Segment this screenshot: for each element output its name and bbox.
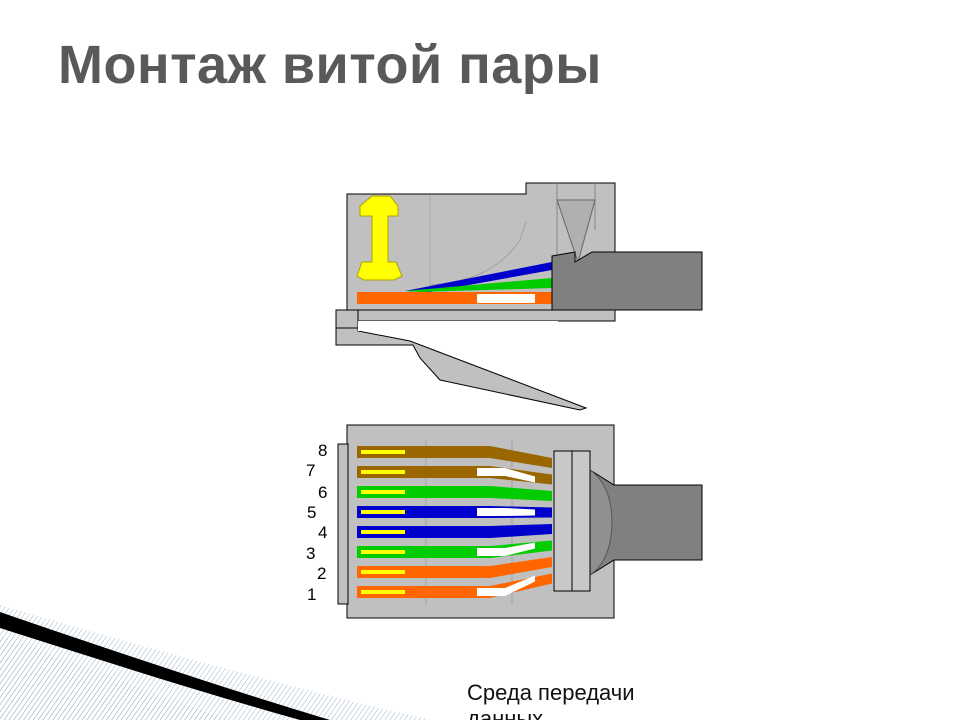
pin-number-3: 3	[306, 544, 315, 563]
contact-pin-5	[361, 510, 405, 514]
contact-pin-3	[361, 550, 405, 554]
pin-number-7: 7	[306, 461, 315, 480]
contact-blade-icon	[356, 195, 403, 281]
wire-stripe-pin-7	[477, 468, 535, 483]
wire-green-side	[405, 278, 552, 292]
wire-white-stripe-side	[477, 294, 535, 303]
contact-pin-8	[361, 450, 405, 454]
pin-number-4: 4	[318, 523, 327, 542]
contact-pin-6	[361, 490, 405, 494]
wire-stripe-pin-5	[477, 508, 535, 516]
contact-pin-7	[361, 470, 405, 474]
slide-caption: Среда передачи данных	[467, 680, 635, 720]
pin-number-5: 5	[307, 503, 316, 522]
pin-number-1: 1	[307, 585, 316, 604]
pin-number-6: 6	[318, 483, 327, 502]
strain-relief-wedge	[556, 199, 596, 264]
connector-lip	[337, 443, 349, 605]
wire-pin-6	[357, 486, 552, 501]
wire-stripe-pin-1	[477, 575, 535, 596]
pin-number-8: 8	[318, 441, 327, 460]
contact-pin-4	[361, 530, 405, 534]
contact-pin-2	[361, 570, 405, 574]
wire-pin-8	[357, 446, 552, 468]
wire-pin-2	[357, 557, 552, 578]
wire-pin-4	[357, 524, 552, 538]
pin-number-2: 2	[317, 564, 326, 583]
connector-side-view	[335, 182, 703, 411]
cable-jacket-inner	[589, 469, 613, 576]
wire-stripe-pin-3	[477, 542, 535, 556]
contact-pin-1	[361, 590, 405, 594]
cable-jacket-side	[551, 251, 703, 311]
wire-blue-side	[405, 262, 552, 292]
slide-title: Монтаж витой пары	[58, 35, 602, 95]
wires-top-view	[357, 446, 552, 598]
latch-gap	[358, 321, 558, 331]
